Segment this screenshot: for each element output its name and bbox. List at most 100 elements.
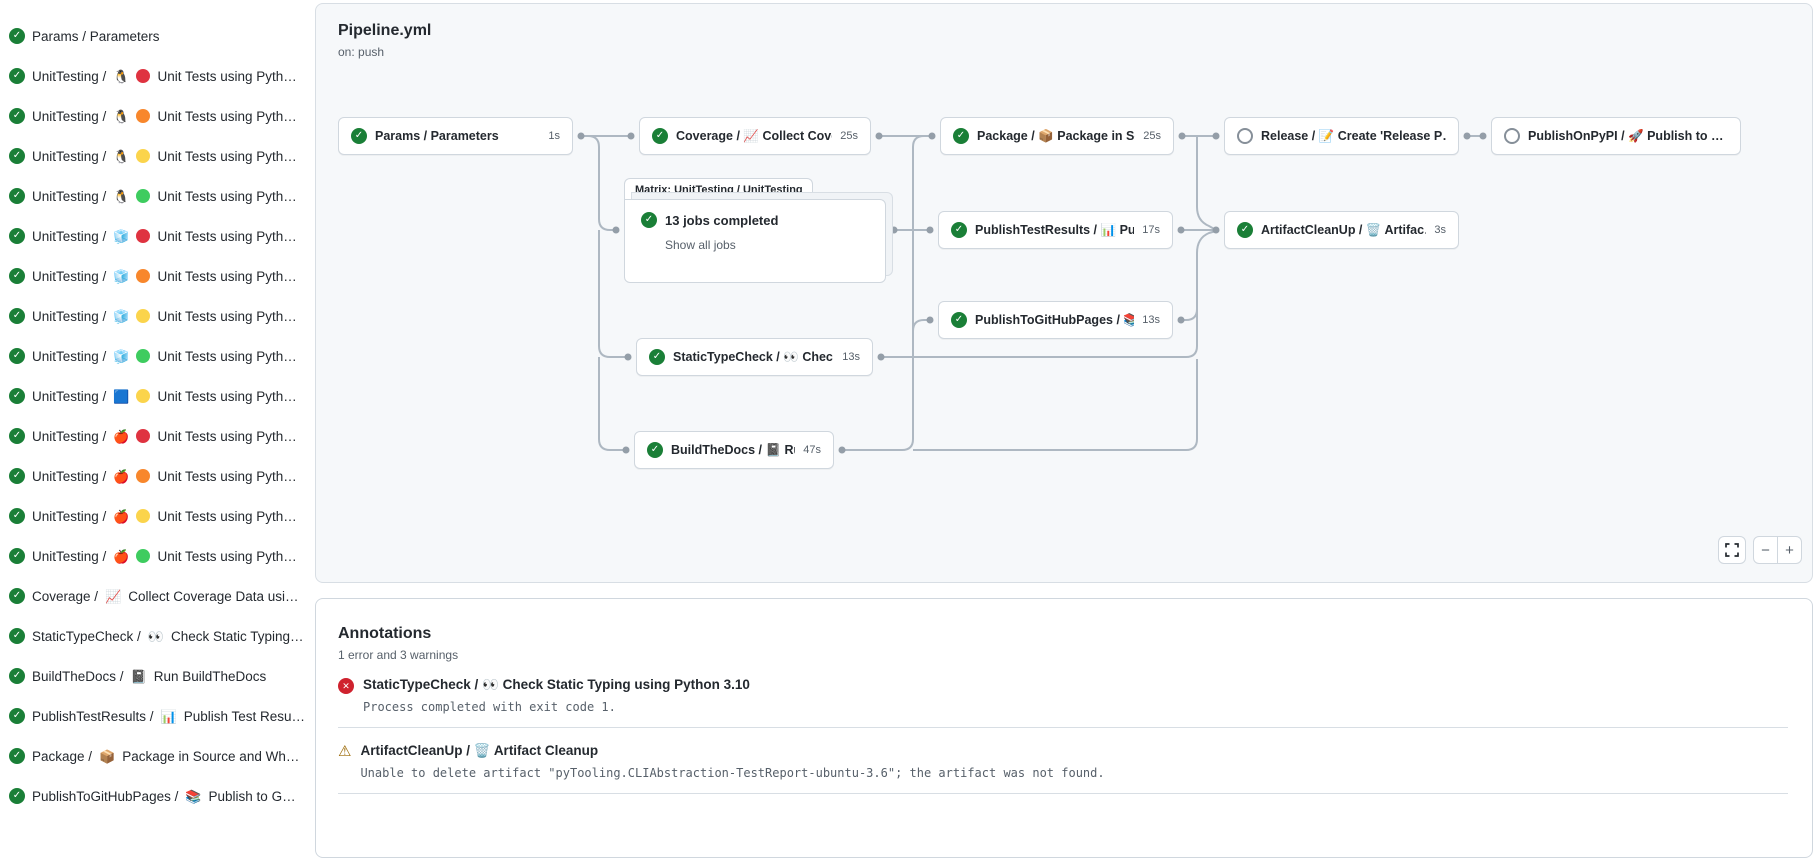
memo-icon: 📝 [1318, 128, 1335, 143]
success-icon [649, 349, 665, 365]
warning-icon: ⚠ [338, 743, 352, 760]
sidebar-job-unittesting-macos-3[interactable]: UnitTesting / 🍎 Unit Tests using Pyth… [0, 496, 315, 536]
annotation-job-link[interactable]: ArtifactCleanUp / 🗑️ Artifact Cleanup [360, 743, 1104, 759]
python-version-dot [136, 509, 151, 523]
sidebar-job-unittesting-msys2[interactable]: UnitTesting / 🟦 Unit Tests using Pyth… [0, 376, 315, 416]
package-icon: 📦 [1038, 128, 1054, 143]
node-label: Package in So… [1057, 128, 1135, 143]
graph-node-artifactcleanup[interactable]: ArtifactCleanUp / 🗑️ Artifac… 3s [1224, 211, 1459, 249]
python-version-dot [136, 149, 151, 163]
eyes-icon: 👀 [147, 628, 164, 644]
graph-node-params[interactable]: Params / Parameters 1s [338, 117, 573, 155]
windows-ice-icon: 🧊 [113, 268, 130, 284]
graph-node-publishtogithubpages[interactable]: PublishToGitHubPages / 📚 … 13s [938, 301, 1173, 339]
graph-node-buildthedocs[interactable]: BuildTheDocs / 📓 Run Buil… 47s [634, 431, 834, 469]
sidebar-job-unittesting-linux-4[interactable]: UnitTesting / 🐧 Unit Tests using Pyth… [0, 176, 315, 216]
success-icon [9, 188, 25, 204]
books-icon: 📚 [1123, 312, 1135, 327]
sidebar-job-unittesting-windows-4[interactable]: UnitTesting / 🧊 Unit Tests using Pyth… [0, 336, 315, 376]
job-label: Publish Test Resu… [183, 708, 306, 724]
job-label: Unit Tests using Pyth… [157, 348, 297, 364]
sidebar-job-unittesting-macos-1[interactable]: UnitTesting / 🍎 Unit Tests using Pyth… [0, 416, 315, 456]
job-label: Check Static Typing… [171, 628, 304, 644]
sidebar-job-unittesting-macos-4[interactable]: UnitTesting / 🍎 Unit Tests using Pyth… [0, 536, 315, 576]
success-icon [9, 108, 25, 124]
annotation-job-link[interactable]: StaticTypeCheck / 👀 Check Static Typing … [363, 677, 750, 693]
sidebar-job-coverage[interactable]: Coverage / 📈 Collect Coverage Data usi… [0, 576, 315, 616]
sidebar-job-unittesting-windows-2[interactable]: UnitTesting / 🧊 Unit Tests using Pyth… [0, 256, 315, 296]
job-label: UnitTesting / [32, 348, 107, 364]
success-icon [9, 548, 25, 564]
job-label: Unit Tests using Pyth… [157, 228, 297, 244]
sidebar-job-unittesting-windows-1[interactable]: UnitTesting / 🧊 Unit Tests using Pyth… [0, 216, 315, 256]
python-version-dot [136, 349, 151, 363]
chart-increasing-icon: 📈 [743, 128, 759, 143]
fullscreen-icon [1725, 543, 1739, 557]
show-all-jobs-link[interactable]: Show all jobs [665, 238, 736, 252]
python-version-dot [136, 429, 151, 443]
node-label: Artifac… [1384, 222, 1426, 237]
node-label: Chec… [802, 349, 834, 364]
zoom-in-button[interactable]: + [1785, 541, 1794, 559]
workflow-trigger: on: push [338, 45, 385, 59]
node-label: Create 'Release P… [1337, 128, 1446, 143]
python-version-dot [136, 309, 151, 323]
job-list-sidebar: Params / Parameters UnitTesting / 🐧 Unit… [0, 16, 315, 816]
notebook-icon: 📓 [765, 442, 782, 457]
sidebar-job-buildthedocs[interactable]: BuildTheDocs / 📓 Run BuildTheDocs [0, 656, 315, 696]
annotation-title-text: Artifact Cleanup [493, 743, 599, 758]
job-label: Unit Tests using Pyth… [157, 68, 297, 84]
job-label: UnitTesting / [32, 268, 107, 284]
success-icon [9, 348, 25, 364]
sidebar-job-unittesting-windows-3[interactable]: UnitTesting / 🧊 Unit Tests using Pyth… [0, 296, 315, 336]
fullscreen-button[interactable] [1718, 536, 1746, 564]
success-icon [9, 468, 25, 484]
zoom-out-button[interactable]: − [1754, 537, 1778, 563]
sidebar-job-statictypecheck[interactable]: StaticTypeCheck / 👀 Check Static Typing… [0, 616, 315, 656]
node-label: StaticTypeCheck / [673, 349, 780, 364]
node-label: PublishTestResults / [975, 222, 1098, 237]
graph-node-publishonpypi[interactable]: PublishOnPyPI / 🚀 Publish to … [1491, 117, 1741, 155]
job-label: Run BuildTheDocs [153, 668, 267, 684]
annotations-title: Annotations [338, 625, 432, 642]
graph-node-release[interactable]: Release / 📝 Create 'Release P… [1224, 117, 1459, 155]
node-duration: 17s [1142, 224, 1160, 236]
graph-node-publishtestresults[interactable]: PublishTestResults / 📊 Pu… 17s [938, 211, 1173, 249]
success-icon [9, 788, 25, 804]
sidebar-job-unittesting-linux-2[interactable]: UnitTesting / 🐧 Unit Tests using Pyth… [0, 96, 315, 136]
node-label: PublishToGitHubPages / [975, 312, 1120, 327]
sidebar-job-unittesting-linux-1[interactable]: UnitTesting / 🐧 Unit Tests using Pyth… [0, 56, 315, 96]
success-icon [9, 268, 25, 284]
node-label: Collect Cove… [762, 128, 832, 143]
annotation-title-text: ArtifactCleanUp / [360, 743, 470, 758]
graph-edges [577, 132, 1487, 454]
package-icon: 📦 [99, 748, 116, 764]
sidebar-job-params[interactable]: Params / Parameters [0, 16, 315, 56]
sidebar-job-unittesting-linux-3[interactable]: UnitTesting / 🐧 Unit Tests using Pyth… [0, 136, 315, 176]
job-label: Package / [32, 748, 93, 764]
sidebar-job-publishtestresults[interactable]: PublishTestResults / 📊 Publish Test Resu… [0, 696, 315, 736]
sidebar-job-package[interactable]: Package / 📦 Package in Source and Wh… [0, 736, 315, 776]
matrix-group-card[interactable]: 13 jobs completed Show all jobs [624, 199, 886, 283]
graph-node-package[interactable]: Package / 📦 Package in So… 25s [940, 117, 1174, 155]
wastebasket-icon: 🗑️ [473, 743, 491, 758]
job-label: UnitTesting / [32, 388, 107, 404]
graph-node-statictypecheck[interactable]: StaticTypeCheck / 👀 Chec… 13s [636, 338, 873, 376]
annotation-message: Process completed with exit code 1. [363, 700, 616, 714]
python-version-dot [136, 549, 151, 563]
graph-node-coverage[interactable]: Coverage / 📈 Collect Cove… 25s [639, 117, 871, 155]
success-icon [9, 508, 25, 524]
sidebar-job-publishtogithubpages[interactable]: PublishToGitHubPages / 📚 Publish to G… [0, 776, 315, 816]
job-label: Unit Tests using Pyth… [157, 388, 297, 404]
chart-increasing-icon: 📈 [105, 588, 122, 604]
node-duration: 25s [840, 130, 858, 142]
sidebar-job-unittesting-macos-2[interactable]: UnitTesting / 🍎 Unit Tests using Pyth… [0, 456, 315, 496]
linux-icon: 🐧 [113, 148, 130, 164]
node-label: ArtifactCleanUp / [1261, 222, 1363, 237]
blue-square-icon: 🟦 [113, 388, 130, 404]
job-label: Publish to G… [208, 788, 296, 804]
job-label: BuildTheDocs / [32, 668, 124, 684]
success-icon [951, 222, 967, 238]
node-duration: 13s [1142, 314, 1160, 326]
job-label: Unit Tests using Pyth… [157, 108, 297, 124]
